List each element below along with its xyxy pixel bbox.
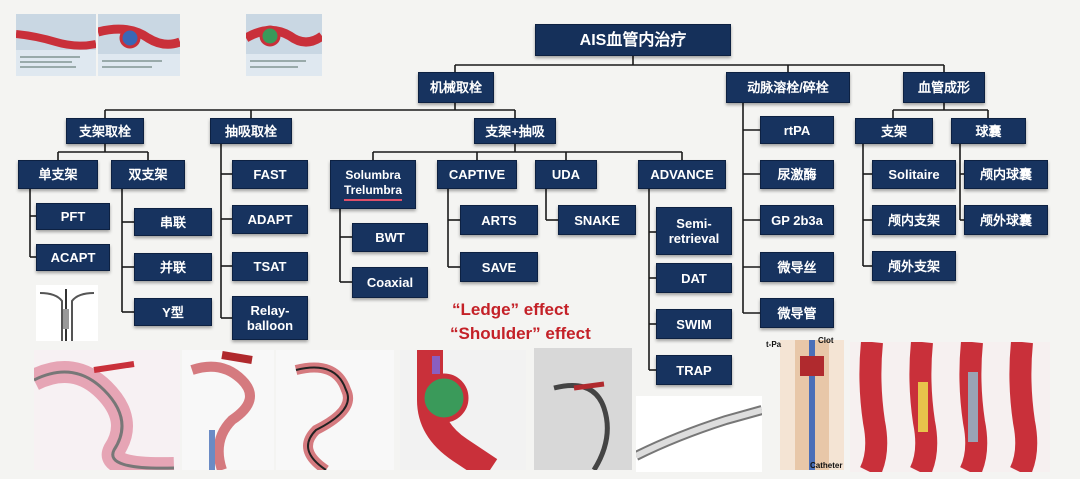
ledge-effect-label: “Ledge” effect [452, 300, 570, 319]
vessel-illustration-1 [34, 350, 180, 470]
thrombolysis-item: rtPA [760, 116, 834, 144]
thrombolysis-item: GP 2b3a [760, 205, 834, 235]
aspiration-item: FAST [232, 160, 308, 189]
double-stent-item: 并联 [134, 253, 212, 281]
catheter-label: Catheter [810, 461, 843, 470]
double-stent-node: 双支架 [111, 160, 185, 189]
vessel-illustration-4 [400, 350, 526, 470]
solumbra-label: Solumbra Trelumbra [343, 168, 403, 201]
single-stent-node: 单支架 [18, 160, 98, 189]
aspiration-item: ADAPT [232, 205, 308, 234]
aspiration-node: 抽吸取栓 [210, 118, 292, 144]
angioplasty-stent-item: Solitaire [872, 160, 956, 189]
clot-label: Clot [818, 336, 834, 345]
vessel-thumbnail-1 [16, 14, 96, 76]
advance-item: Semi- retrieval [656, 207, 732, 255]
advance-node: ADVANCE [638, 160, 726, 189]
aspiration-item: TSAT [232, 252, 308, 281]
thrombolysis-node: 动脉溶栓/碎栓 [726, 72, 850, 103]
solumbra-node: Solumbra Trelumbra [330, 160, 416, 209]
single-stent-item: PFT [36, 203, 110, 230]
tpa-catheter-illustration [780, 340, 844, 470]
advance-item: DAT [656, 263, 732, 293]
advance-item: SWIM [656, 309, 732, 339]
solumbra-item: BWT [352, 223, 428, 252]
uda-node: UDA [535, 160, 597, 189]
stent-aspiration-node: 支架+抽吸 [474, 118, 556, 144]
double-stent-item: 串联 [134, 208, 212, 236]
captive-item: ARTS [460, 205, 538, 235]
aspiration-item: Relay- balloon [232, 296, 308, 340]
angioplasty-stent-item: 颅内支架 [872, 205, 956, 235]
double-stent-item: Y型 [134, 298, 212, 326]
mechanical-thrombectomy-node: 机械取栓 [418, 72, 494, 103]
angioplasty-balloon-item: 颅内球囊 [964, 160, 1048, 189]
angioplasty-stent-node: 支架 [855, 118, 933, 144]
angioplasty-node: 血管成形 [903, 72, 985, 103]
solumbra-item: Coaxial [352, 267, 428, 298]
vessel-thumbnail-2 [98, 14, 180, 76]
single-stent-item: ACAPT [36, 244, 110, 271]
vessel-illustration-3 [276, 350, 394, 470]
captive-item: SAVE [460, 252, 538, 282]
catheter-illustration [636, 396, 762, 472]
thrombolysis-item: 尿激酶 [760, 160, 834, 189]
captive-node: CAPTIVE [437, 160, 517, 189]
vessel-illustration-2 [182, 350, 274, 470]
angiogram-image [534, 348, 632, 470]
uda-item: SNAKE [558, 205, 636, 235]
stent-retrieval-node: 支架取栓 [66, 118, 144, 144]
root-node: AIS血管内治疗 [535, 24, 731, 56]
thrombolysis-item: 微导管 [760, 298, 834, 328]
thrombolysis-item: 微导丝 [760, 252, 834, 282]
t-pa-label: t-Pa [766, 340, 782, 349]
catheter-schematic [36, 285, 98, 341]
advance-item: TRAP [656, 355, 732, 385]
angioplasty-balloon-node: 球囊 [951, 118, 1026, 144]
angioplasty-stent-item: 颅外支架 [872, 251, 956, 281]
angioplasty-balloon-item: 颅外球囊 [964, 205, 1048, 235]
shoulder-effect-label: “Shoulder” effect [450, 324, 591, 343]
stent-sequence-illustration [850, 342, 1050, 472]
vessel-thumbnail-3 [246, 14, 322, 76]
